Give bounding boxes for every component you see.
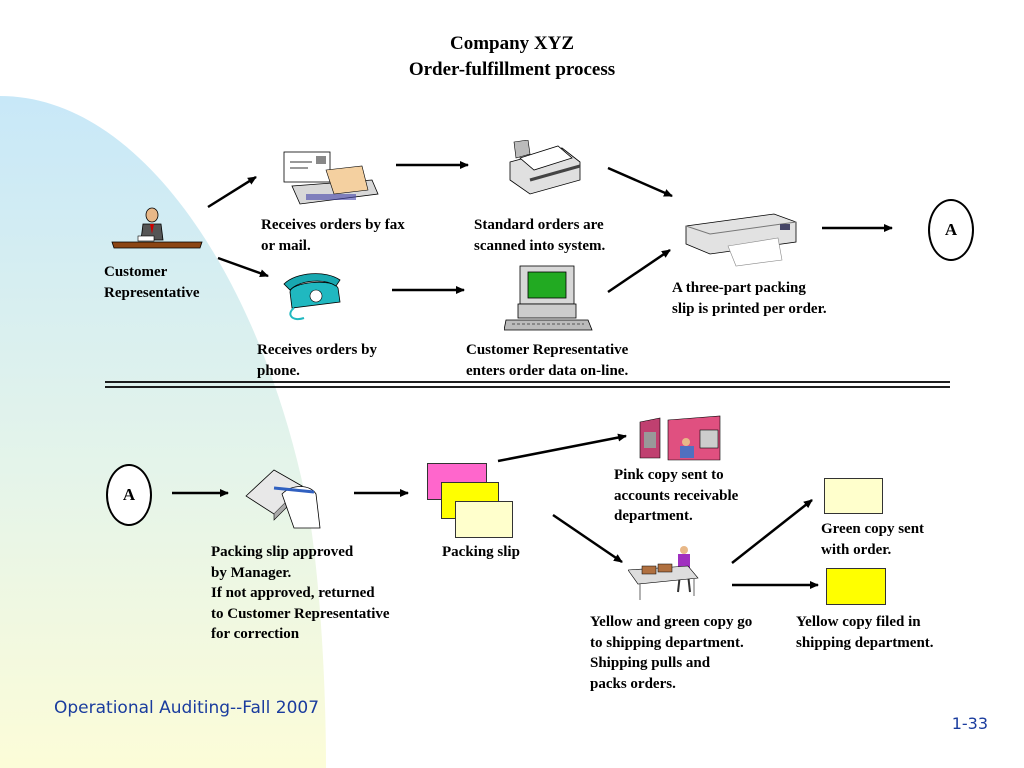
- accounts-receivable-office-icon: [639, 415, 721, 461]
- customer-representative-icon: [111, 207, 203, 249]
- slide-number: 1-33: [951, 714, 988, 733]
- arrow: [731, 499, 813, 564]
- telephone-icon: [283, 273, 341, 320]
- label-packing-slip: Packing slip: [442, 544, 520, 560]
- shipping-department-icon: [628, 546, 699, 600]
- arrow: [217, 256, 269, 278]
- connector-a-bottom: A: [106, 464, 152, 526]
- diagram-subtitle: Order-fulfillment process: [408, 59, 616, 80]
- manager-approval-icon: [245, 469, 321, 529]
- arrow: [497, 433, 627, 463]
- fax-machine-icon: [283, 151, 379, 205]
- scanner-icon: [509, 140, 581, 195]
- computer-terminal-icon: [504, 265, 593, 331]
- connector-a-top: A: [928, 199, 974, 261]
- diagram-title: Company XYZ: [449, 33, 575, 54]
- footer-course-title: Operational Auditing--Fall 2007: [54, 698, 320, 718]
- arrow: [607, 248, 671, 294]
- green-copy-box: [824, 478, 883, 514]
- green-copy-slip: [455, 501, 513, 538]
- arrow: [607, 166, 673, 198]
- arrow: [552, 513, 623, 564]
- yellow-copy-box: [826, 568, 886, 605]
- arrow: [207, 175, 257, 209]
- printer-icon: [685, 213, 797, 267]
